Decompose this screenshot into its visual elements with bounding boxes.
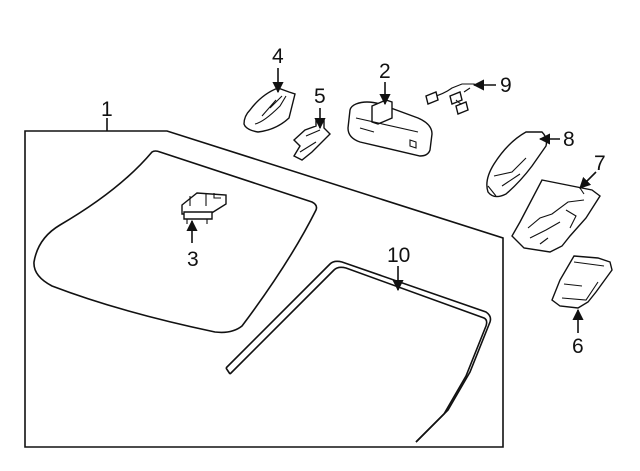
callout-6: 6	[572, 335, 584, 358]
wiring-harness-part	[425, 83, 481, 115]
sensor-housing-part	[511, 179, 601, 253]
bracket-part	[292, 119, 331, 161]
callout-5: 5	[314, 85, 326, 108]
trim-cover-part	[243, 87, 296, 133]
windshield-molding	[225, 260, 492, 443]
assembly-box	[24, 130, 504, 448]
sensor-cover-part	[551, 255, 613, 309]
windshield-glass	[33, 150, 318, 334]
callout-3: 3	[187, 248, 199, 271]
rearview-mirror-part	[347, 99, 433, 157]
callout-1: 1	[101, 98, 113, 121]
callout-2: 2	[379, 60, 391, 83]
callout-10: 10	[387, 244, 410, 267]
callout-4: 4	[272, 45, 284, 68]
callout-9: 9	[500, 74, 512, 97]
callout-7: 7	[594, 152, 606, 175]
mirror-cover-part	[486, 131, 548, 198]
glass-clip-part	[181, 192, 227, 224]
leader-lines	[106, 68, 597, 333]
callout-8: 8	[563, 128, 575, 151]
